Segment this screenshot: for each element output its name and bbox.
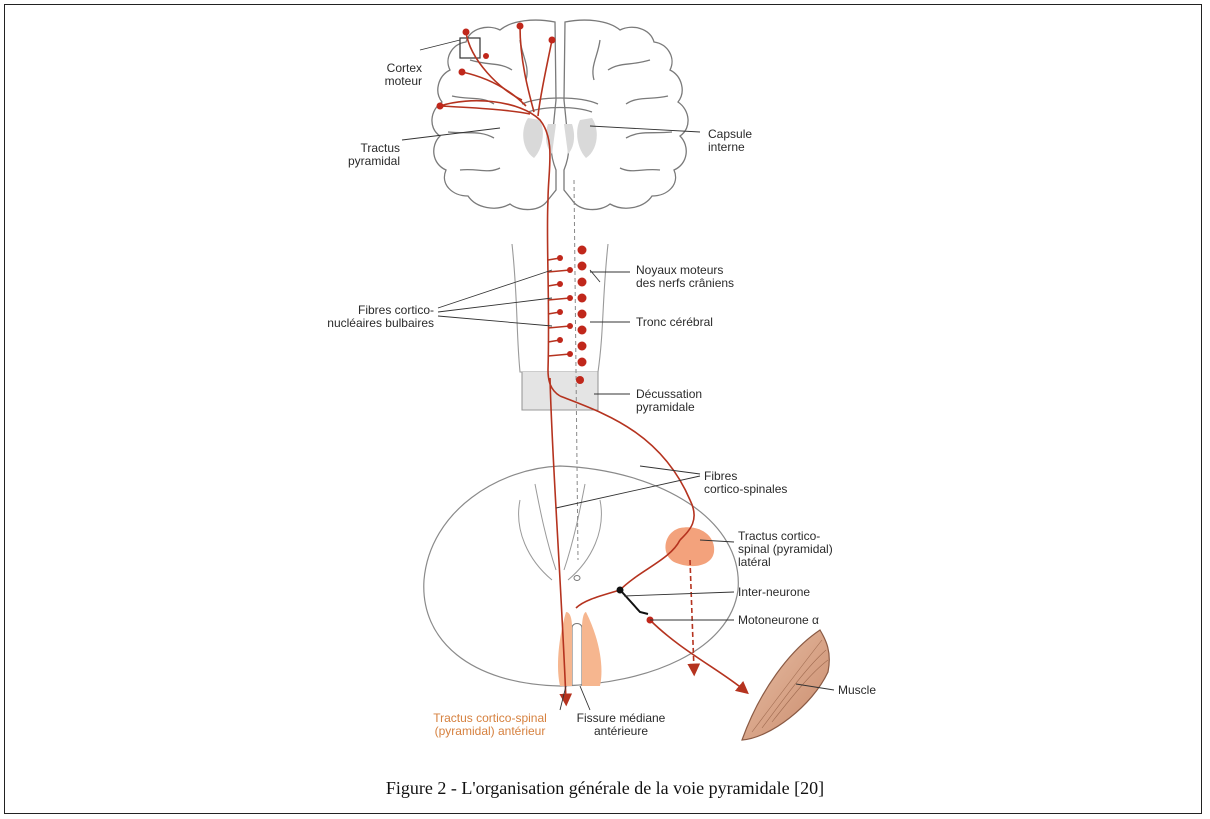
label-fibres-cortico-nucleaires: Fibres cortico- nucléaires bulbaires — [310, 304, 434, 330]
label-fibres-cortico-spinales-line2: cortico-spinales — [704, 482, 787, 496]
interneuron-soma — [617, 587, 624, 594]
label-capsule-interne-line2: interne — [708, 140, 745, 154]
label-tractus-anterieur: Tractus cortico-spinal (pyramidal) antér… — [410, 712, 570, 738]
label-tractus-lateral-line1: Tractus cortico- — [738, 529, 820, 543]
label-decussation-line2: pyramidale — [636, 400, 695, 414]
label-tractus-pyramidal-line2: pyramidal — [348, 154, 400, 168]
label-tractus-pyramidal-line1: Tractus — [360, 141, 400, 155]
label-tractus-lateral-line3: latéral — [738, 555, 771, 569]
label-noyaux-moteurs-line2: des nerfs crâniens — [636, 276, 734, 290]
label-fissure-mediane-line1: Fissure médiane — [577, 711, 666, 725]
label-tractus-anterieur-line2: (pyramidal) antérieur — [435, 724, 546, 738]
label-fibres-cortico-nucleaires-line2: nucléaires bulbaires — [327, 316, 434, 330]
basal-ganglia — [523, 118, 597, 158]
label-decussation: Décussation pyramidale — [636, 388, 702, 414]
label-noyaux-moteurs-line1: Noyaux moteurs — [636, 263, 723, 277]
label-tractus-lateral: Tractus cortico- spinal (pyramidal) laté… — [738, 530, 833, 569]
label-motoneurone: Motoneurone α — [738, 614, 819, 627]
label-muscle: Muscle — [838, 684, 876, 697]
label-cortex-moteur: Cortex moteur — [358, 62, 422, 88]
label-fibres-cortico-nucleaires-line1: Fibres cortico- — [358, 303, 434, 317]
label-capsule-interne: Capsule interne — [708, 128, 752, 154]
muscle-illustration — [742, 630, 829, 740]
label-fibres-cortico-spinales: Fibres cortico-spinales — [704, 470, 787, 496]
label-cortex-moteur-line2: moteur — [385, 74, 422, 88]
label-inter-neurone: Inter-neurone — [738, 586, 810, 599]
figure-caption: Figure 2 - L'organisation générale de la… — [0, 778, 1210, 799]
label-fibres-cortico-spinales-line1: Fibres — [704, 469, 737, 483]
label-cortex-moteur-line1: Cortex — [387, 61, 422, 75]
label-tronc-cerebral: Tronc cérébral — [636, 316, 713, 329]
label-decussation-line1: Décussation — [636, 387, 702, 401]
label-capsule-interne-line1: Capsule — [708, 127, 752, 141]
label-tractus-lateral-line2: spinal (pyramidal) — [738, 542, 833, 556]
label-tractus-anterieur-line1: Tractus cortico-spinal — [433, 711, 547, 725]
label-fissure-mediane: Fissure médiane antérieure — [566, 712, 676, 738]
label-tractus-pyramidal: Tractus pyramidal — [330, 142, 400, 168]
label-fissure-mediane-line2: antérieure — [594, 724, 648, 738]
right-hemisphere — [564, 20, 688, 210]
label-noyaux-moteurs: Noyaux moteurs des nerfs crâniens — [636, 264, 734, 290]
